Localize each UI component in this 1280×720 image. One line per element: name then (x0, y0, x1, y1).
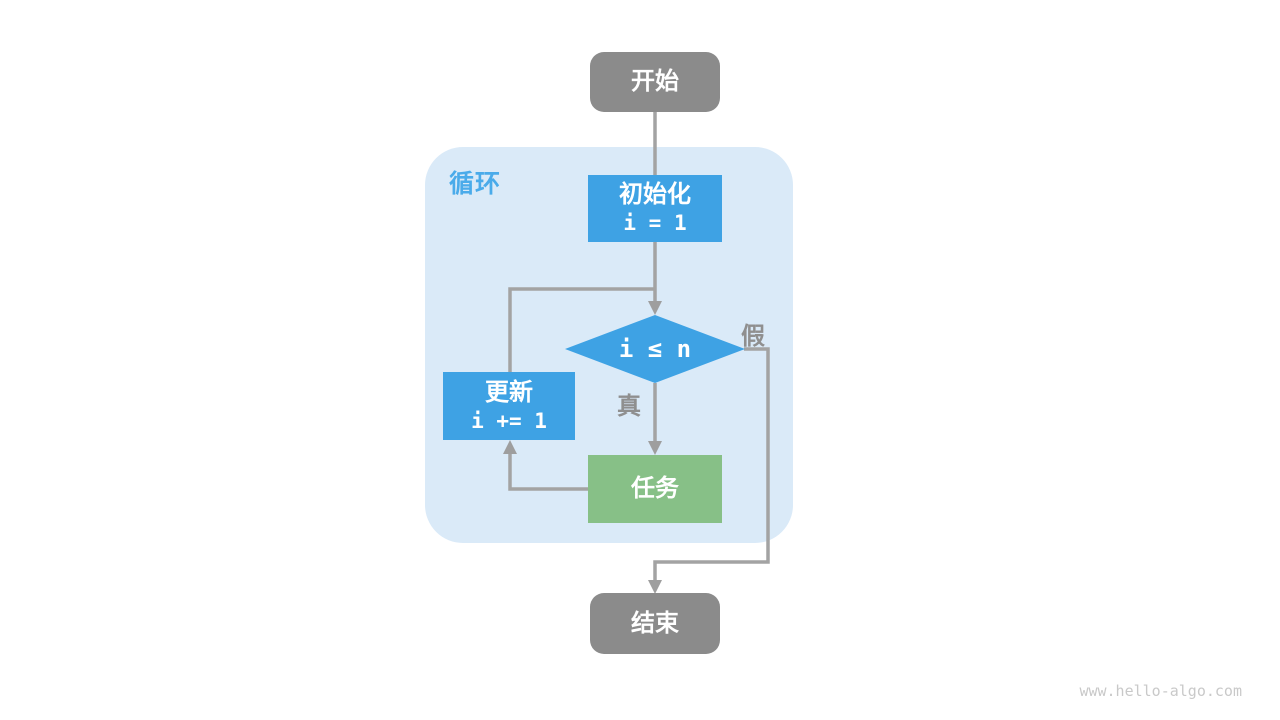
node-update-label: 更新 (485, 378, 533, 406)
node-start: 开始 (590, 52, 720, 112)
edge-condition-to-end (653, 347, 770, 581)
node-initialize: 初始化 i = 1 (588, 175, 722, 242)
node-task-label: 任务 (631, 475, 679, 502)
arrowhead-into-task (648, 441, 662, 455)
node-update-code: i += 1 (471, 408, 547, 433)
node-end-label: 结束 (631, 609, 679, 637)
edge-task-to-update (508, 454, 588, 491)
node-task: 任务 (588, 455, 722, 523)
arrowhead-into-condition (648, 301, 662, 315)
edge-label-false: 假 (741, 323, 765, 350)
node-update: 更新 i += 1 (443, 372, 575, 440)
edge-update-to-condition (508, 287, 655, 373)
arrowhead-into-end (648, 580, 662, 594)
node-end: 结束 (590, 593, 720, 654)
edge-label-true: 真 (617, 393, 641, 420)
loop-scope-label: 循环 (449, 170, 502, 198)
node-initialize-code: i = 1 (623, 211, 687, 236)
node-condition-expression: i ≤ n (618, 335, 692, 363)
watermark-text: www.hello-algo.com (1079, 682, 1242, 700)
node-initialize-label: 初始化 (619, 181, 691, 209)
arrowhead-into-update (503, 440, 517, 454)
node-start-label: 开始 (631, 68, 679, 95)
